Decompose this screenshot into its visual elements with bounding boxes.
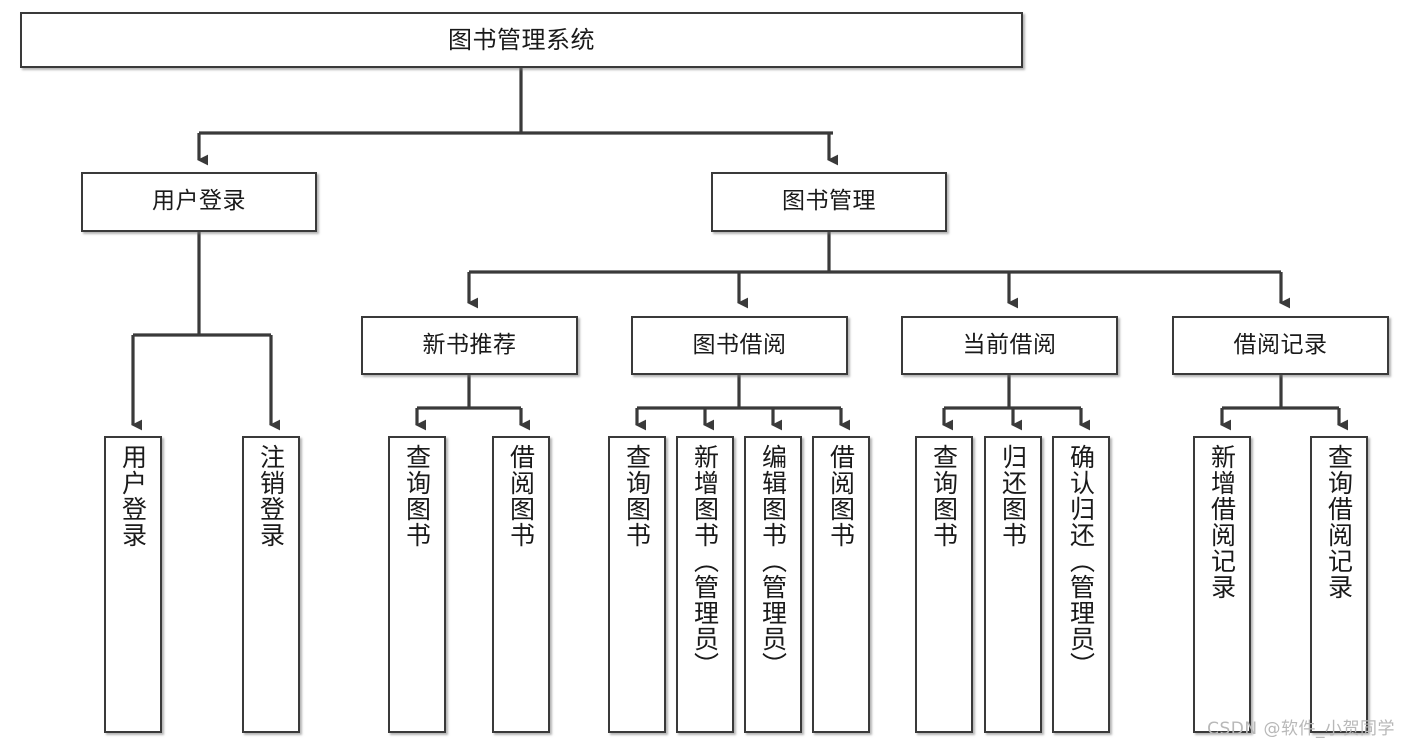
csdn-watermark: CSDN @软件_小贺同学 — [1207, 719, 1395, 739]
node-label: 查询借阅记录 — [1324, 444, 1354, 600]
node-label: 编辑图书（管理员） — [758, 444, 788, 678]
node-label: 图书管理 — [782, 188, 876, 215]
node-new-book-recommend[interactable]: 新书推荐 — [361, 316, 578, 375]
node-label: 新增借阅记录 — [1207, 444, 1237, 600]
leaf-confirm-return-admin[interactable]: 确认归还（管理员） — [1052, 436, 1110, 733]
leaf-user-login[interactable]: 用户登录 — [104, 436, 162, 733]
node-label: 当前借阅 — [962, 331, 1057, 358]
node-book-borrow[interactable]: 图书借阅 — [631, 316, 848, 375]
node-label: 新增图书（管理员） — [690, 444, 720, 678]
node-current-borrow[interactable]: 当前借阅 — [901, 316, 1118, 375]
leaf-add-borrow-record[interactable]: 新增借阅记录 — [1193, 436, 1251, 733]
leaf-add-book-admin[interactable]: 新增图书（管理员） — [676, 436, 734, 733]
node-label: 图书管理系统 — [448, 25, 595, 54]
leaf-return-book[interactable]: 归还图书 — [984, 436, 1042, 733]
leaf-logout[interactable]: 注销登录 — [242, 436, 300, 733]
node-label: 确认归还（管理员） — [1066, 444, 1096, 678]
node-label: 归还图书 — [998, 444, 1028, 548]
leaf-query-book-recommend[interactable]: 查询图书 — [388, 436, 446, 733]
leaf-borrow-book[interactable]: 借阅图书 — [812, 436, 870, 733]
node-label: 注销登录 — [256, 444, 286, 548]
leaf-query-book-current[interactable]: 查询图书 — [915, 436, 973, 733]
node-label: 图书借阅 — [692, 331, 787, 358]
node-root-system[interactable]: 图书管理系统 — [20, 12, 1023, 68]
node-label: 用户登录 — [152, 188, 246, 215]
node-book-management[interactable]: 图书管理 — [711, 172, 947, 232]
node-label: 借阅图书 — [506, 444, 536, 548]
leaf-query-book-borrow[interactable]: 查询图书 — [608, 436, 666, 733]
leaf-query-borrow-record[interactable]: 查询借阅记录 — [1310, 436, 1368, 733]
node-label: 借阅图书 — [826, 444, 856, 548]
node-label: 查询图书 — [622, 444, 652, 548]
leaf-borrow-book-recommend[interactable]: 借阅图书 — [492, 436, 550, 733]
leaf-edit-book-admin[interactable]: 编辑图书（管理员） — [744, 436, 802, 733]
node-label: 新书推荐 — [422, 331, 517, 358]
node-borrow-record[interactable]: 借阅记录 — [1172, 316, 1389, 375]
node-label: 查询图书 — [402, 444, 432, 548]
node-label: 查询图书 — [929, 444, 959, 548]
node-label: 借阅记录 — [1233, 331, 1328, 358]
node-user-login[interactable]: 用户登录 — [81, 172, 317, 232]
node-label: 用户登录 — [118, 444, 148, 548]
